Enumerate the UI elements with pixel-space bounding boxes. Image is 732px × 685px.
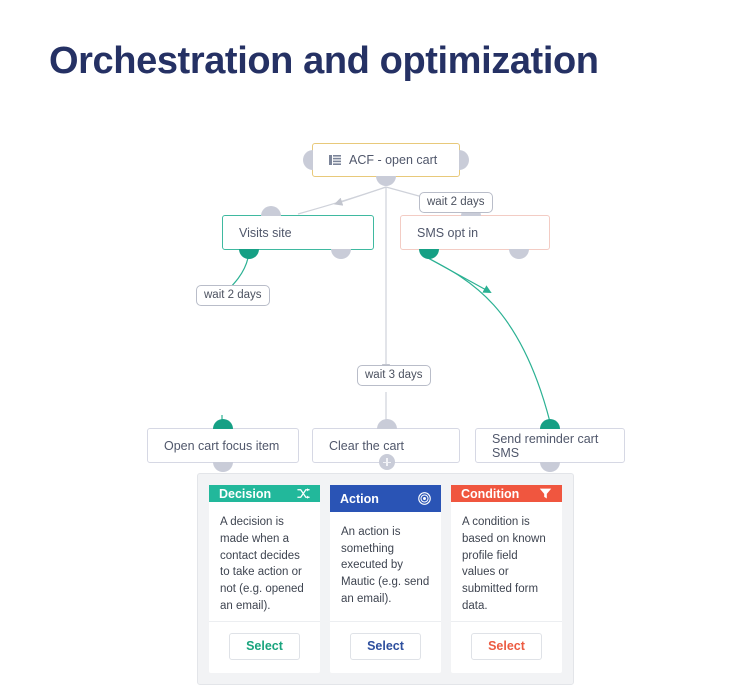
campaign-flow-canvas[interactable]: ACF - open cart Visits site SMS opt in O…: [0, 110, 732, 685]
select-decision-button[interactable]: Select: [229, 632, 300, 660]
connector-handle-top[interactable]: [213, 419, 233, 429]
list-icon: [329, 154, 341, 166]
connector-handle-bottom[interactable]: [376, 176, 396, 186]
palette-card-description: An action is something executed by Mauti…: [341, 526, 430, 605]
palette-card-description: A condition is based on known profile fi…: [462, 516, 546, 612]
connector-handle-right[interactable]: [459, 150, 469, 170]
palette-card-footer: Select: [209, 620, 320, 674]
flow-node-open-cart-focus-item[interactable]: Open cart focus item: [147, 419, 299, 472]
connector-handle-bottom[interactable]: [540, 462, 560, 472]
flow-node-sms-opt-in[interactable]: SMS opt in: [400, 206, 550, 259]
connector-handle-bottom-yes[interactable]: [419, 249, 439, 259]
page-title: Orchestration and optimization: [49, 40, 599, 82]
wait-label-2-days-bottom[interactable]: wait 2 days: [196, 285, 270, 306]
connector-handle-left[interactable]: [303, 150, 313, 170]
palette-card-decision[interactable]: Decision A decision is made when a conta…: [209, 485, 320, 673]
flow-node-acf-open-cart[interactable]: ACF - open cart: [303, 143, 469, 186]
connector-handle-top[interactable]: [261, 206, 281, 216]
palette-card-title: Condition: [461, 486, 520, 501]
palette-card-description: A decision is made when a contact decide…: [220, 516, 304, 612]
wait-label-2-days-top[interactable]: wait 2 days: [419, 192, 493, 213]
connector-handle-top[interactable]: [540, 419, 560, 429]
flow-node-clear-the-cart[interactable]: Clear the cart: [312, 419, 460, 470]
palette-card-footer: Select: [330, 620, 441, 674]
palette-card-condition[interactable]: Condition A condition is based on known …: [451, 485, 562, 673]
flow-node-send-reminder-cart-sms[interactable]: Send reminder cart SMS: [475, 419, 625, 472]
flow-node-visits-site[interactable]: Visits site: [222, 206, 374, 259]
select-condition-button[interactable]: Select: [471, 632, 542, 660]
select-action-button[interactable]: Select: [350, 632, 421, 660]
palette-card-header: Decision: [209, 485, 320, 503]
node-type-palette-panel: Decision A decision is made when a conta…: [197, 473, 574, 685]
palette-card-footer: Select: [451, 620, 562, 674]
connector-handle-bottom-no[interactable]: [331, 249, 351, 259]
palette-card-header: Action: [330, 485, 441, 512]
flow-node-label: Open cart focus item: [164, 438, 280, 453]
flow-node-label: Clear the cart: [329, 438, 405, 453]
add-node-button[interactable]: [379, 454, 395, 470]
wait-label-3-days[interactable]: wait 3 days: [357, 365, 431, 386]
palette-card-title: Decision: [219, 486, 272, 501]
flow-node-label: Send reminder cart SMS: [492, 431, 599, 460]
connector-handle-bottom-yes[interactable]: [239, 249, 259, 259]
connector-handle-top[interactable]: [377, 419, 397, 429]
flow-node-label: SMS opt in: [417, 225, 479, 240]
filter-icon: [539, 487, 552, 500]
palette-card-title: Action: [340, 491, 379, 506]
palette-card-header: Condition: [451, 485, 562, 503]
palette-card-action[interactable]: Action An action is something executed b…: [330, 485, 441, 673]
connector-handle-bottom-no[interactable]: [509, 249, 529, 259]
target-icon: [418, 492, 431, 505]
flow-node-label: Visits site: [239, 225, 292, 240]
shuffle-icon: [297, 487, 310, 500]
flow-node-label: ACF - open cart: [349, 153, 438, 167]
connector-handle-bottom[interactable]: [213, 462, 233, 472]
